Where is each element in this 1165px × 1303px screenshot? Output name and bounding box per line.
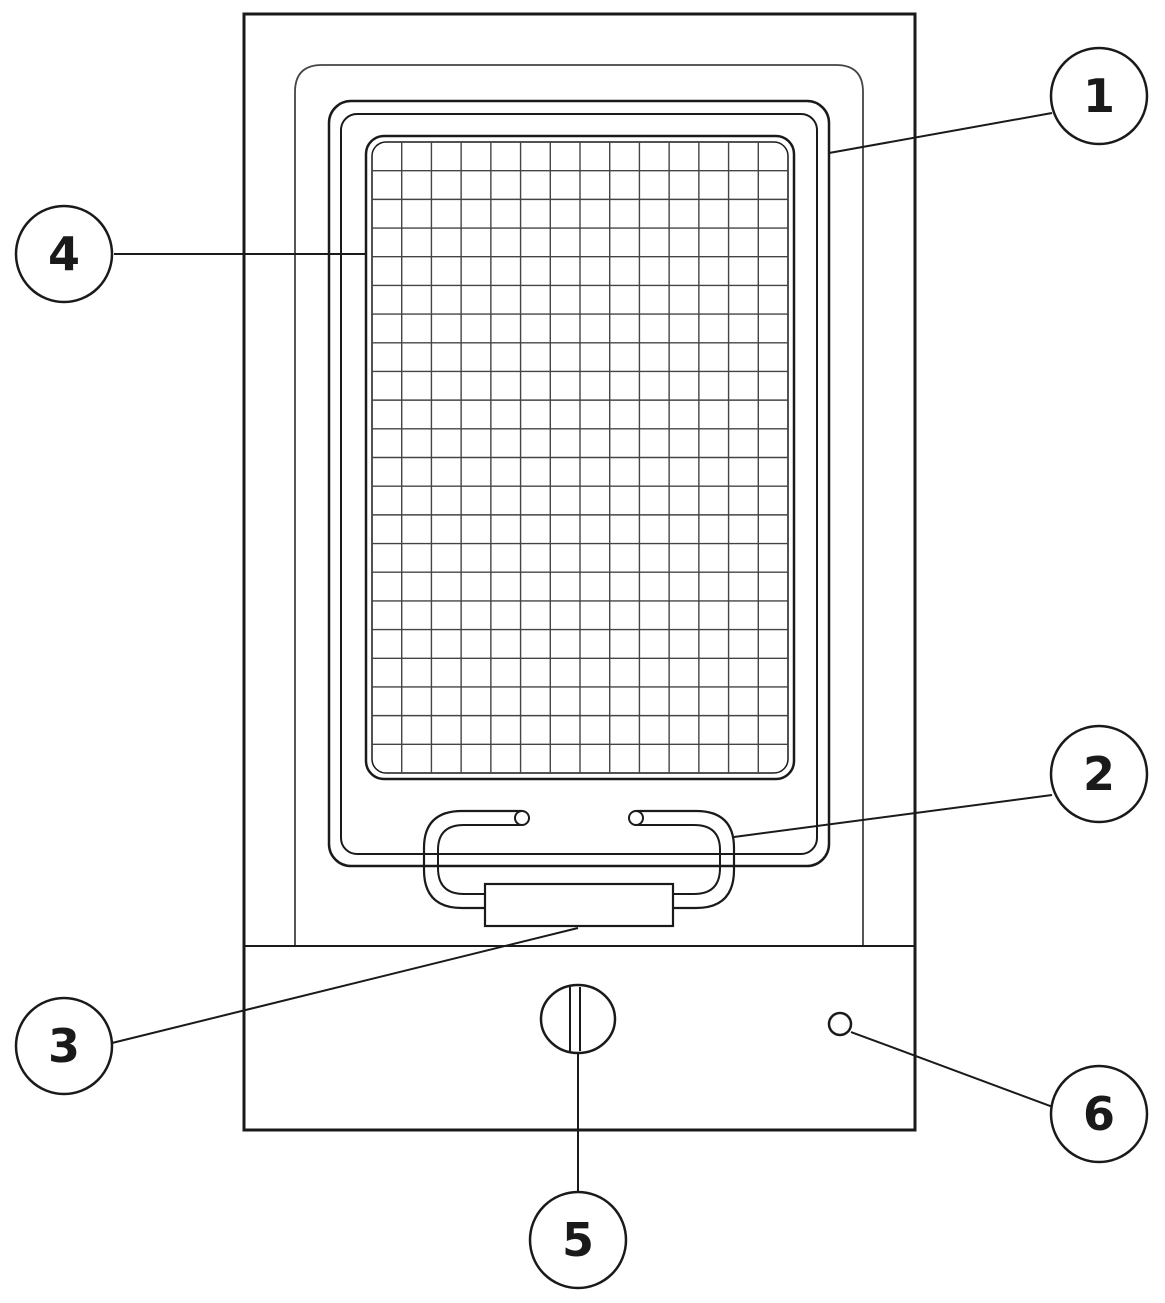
grill-tray-inner — [340, 113, 818, 855]
leader-line-3 — [111, 927, 579, 1044]
callout-4-label: 4 — [48, 227, 80, 281]
handle-pivot-right — [628, 810, 644, 826]
callout-4: 4 — [14, 204, 114, 304]
control-knob — [539, 983, 617, 1055]
appliance-outer-frame — [242, 12, 917, 1132]
callout-5: 5 — [528, 1190, 628, 1290]
handle-pivot-left — [514, 810, 530, 826]
grill-grate-frame — [364, 134, 796, 781]
leader-line-6 — [850, 1031, 1054, 1108]
handle-grip — [483, 882, 675, 928]
leader-line-2 — [733, 794, 1053, 838]
callout-5-label: 5 — [562, 1213, 594, 1267]
callout-3-label: 3 — [48, 1019, 80, 1073]
callout-1: 1 — [1049, 46, 1149, 146]
callout-2-label: 2 — [1083, 747, 1115, 801]
inner-recess-panel — [294, 64, 864, 946]
indicator-light — [827, 1011, 853, 1037]
leader-line-1 — [828, 112, 1053, 154]
grill-tray-outer — [327, 99, 831, 868]
grill-grate-mesh — [372, 142, 788, 773]
callout-6: 6 — [1049, 1064, 1149, 1164]
callout-1-label: 1 — [1083, 69, 1115, 123]
callout-3: 3 — [14, 996, 114, 1096]
callout-2: 2 — [1049, 724, 1149, 824]
callout-6-label: 6 — [1083, 1087, 1115, 1141]
